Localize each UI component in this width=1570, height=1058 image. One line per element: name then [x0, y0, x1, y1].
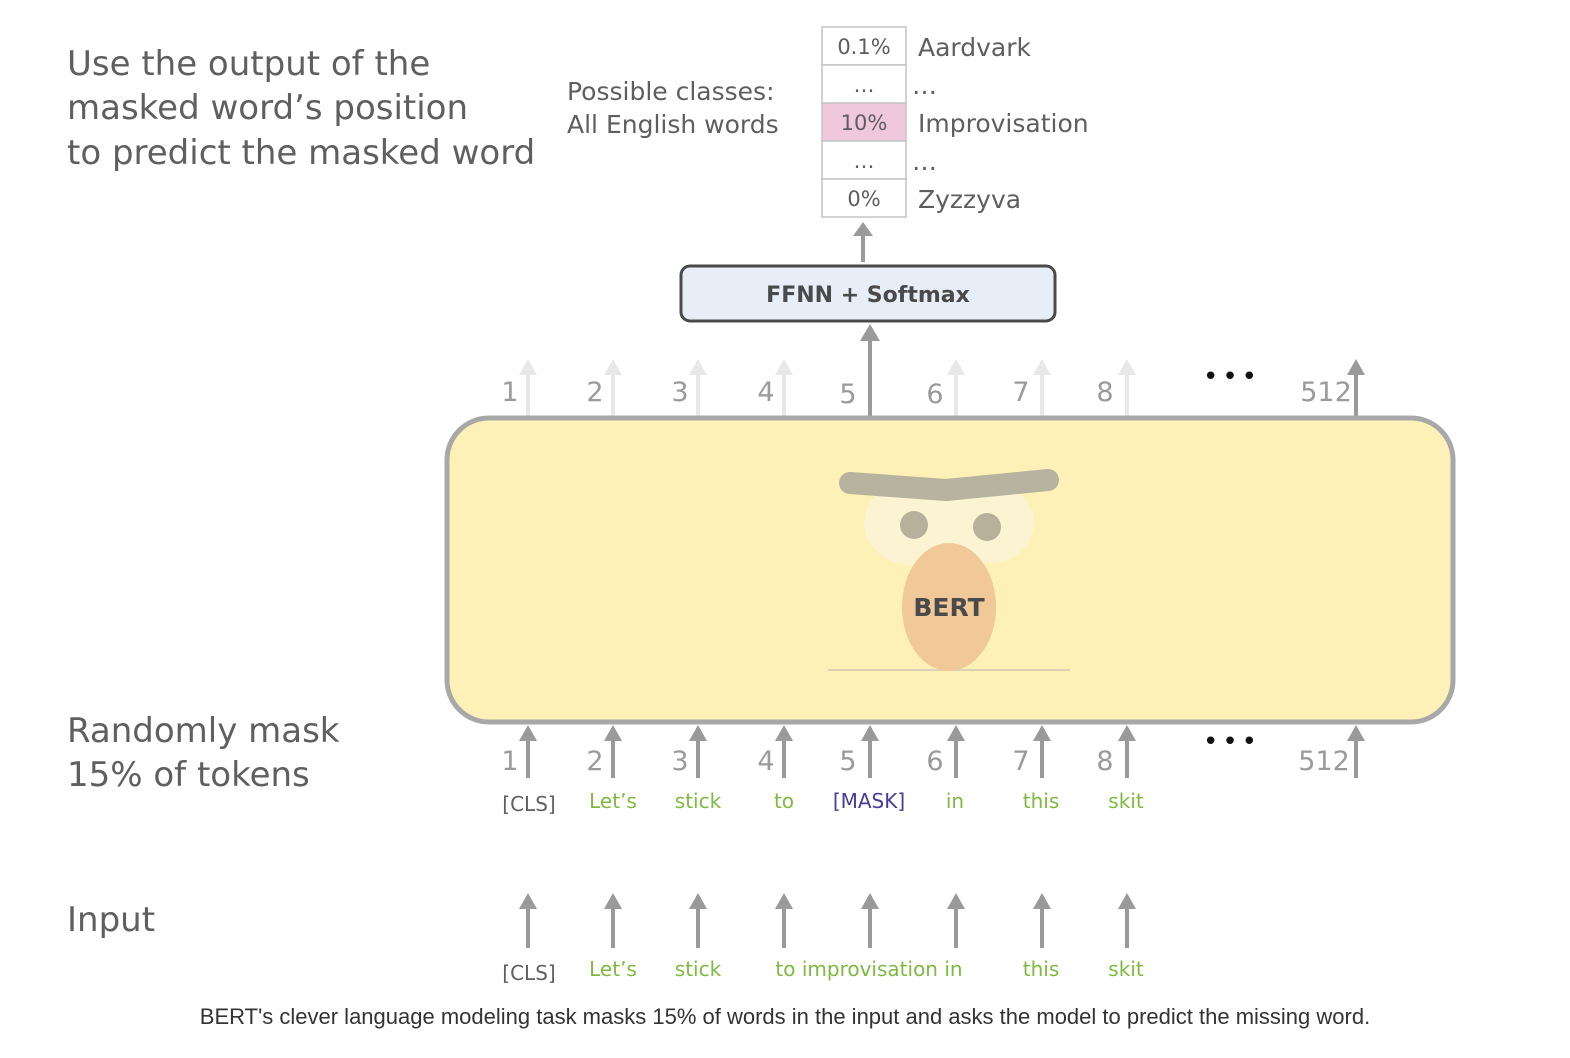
bottom-pos-4: 4: [757, 746, 774, 777]
eyebrow: [839, 469, 1059, 501]
top-position-numbers: 1 2 3 4 5 6 7 8 ••• 512: [501, 362, 1351, 410]
top-pos-2: 2: [586, 377, 603, 408]
masked-token-skit: skit: [1108, 789, 1144, 813]
input-token-row: [CLS] Let’s stick to improvisation in th…: [502, 957, 1144, 985]
table-cell-4: [821, 178, 907, 218]
top-pos-5: 5: [839, 379, 856, 410]
heading-line-2: masked word’s position: [67, 88, 468, 128]
ffnn-output-arrowhead: [853, 222, 873, 236]
bottom-pos-5: 5: [839, 746, 856, 777]
word-zyzzyva: Zyzzyva: [918, 185, 1021, 214]
table-cell-1: [821, 64, 907, 104]
prob-zyzzyva: 0%: [847, 187, 880, 211]
table-cell-0: [821, 26, 907, 66]
input-token-stick: stick: [675, 957, 722, 981]
figure-caption: BERT's clever language modeling task mas…: [199, 1004, 1371, 1029]
prob-improvisation: 10%: [841, 111, 888, 135]
masked-token-lets: Let’s: [589, 789, 637, 813]
table-cell-3: [821, 140, 907, 180]
masked-token-cls: [CLS]: [502, 792, 555, 816]
bottom-pos-6: 6: [926, 746, 943, 777]
raw-input-arrows: [519, 893, 1136, 948]
bottom-ellipsis: •••: [1203, 727, 1261, 757]
heading-line-3: to predict the masked word: [67, 133, 535, 173]
randomly-mask-label-1: Randomly mask: [67, 711, 340, 751]
output-table: 0.1% … 10% … 0% Aardvark … Improvisation…: [821, 26, 1089, 218]
word-improvisation: Improvisation: [918, 109, 1089, 138]
masked-input-arrows: [519, 725, 1365, 778]
ffnn-softmax-box: [679, 264, 1057, 323]
nose: [902, 543, 996, 671]
bert-face: BERT: [828, 469, 1070, 671]
top-pos-3: 3: [671, 377, 688, 408]
bottom-pos-512: 512: [1298, 746, 1350, 777]
masked-token-to: to: [774, 789, 794, 813]
masked-token-mask: [MASK]: [833, 789, 905, 813]
right-pupil: [973, 513, 1001, 541]
bottom-pos-8: 8: [1096, 746, 1113, 777]
top-pos-6: 6: [926, 379, 943, 410]
bottom-pos-7: 7: [1012, 746, 1029, 777]
word-aardvark: Aardvark: [918, 33, 1032, 62]
possible-classes-label: Possible classes:: [567, 77, 775, 106]
bottom-pos-2: 2: [586, 746, 603, 777]
top-pos-512: 512: [1300, 377, 1352, 408]
bottom-position-numbers: 1 2 3 4 5 6 7 8 ••• 512: [501, 727, 1349, 777]
prob-ellipsis-2: …: [854, 149, 875, 173]
top-ellipsis: •••: [1203, 362, 1261, 392]
top-output-arrows: [519, 359, 1365, 416]
top-pos-1: 1: [501, 377, 518, 408]
masked-token-stick: stick: [675, 789, 722, 813]
masked-token-this: this: [1023, 789, 1060, 813]
bottom-pos-3: 3: [671, 746, 688, 777]
prob-aardvark: 0.1%: [837, 35, 890, 59]
word-ellipsis-2: …: [912, 147, 937, 176]
input-token-this: this: [1023, 957, 1060, 981]
masked-token-in: in: [946, 789, 964, 813]
input-label: Input: [67, 900, 155, 940]
top-pos-8: 8: [1096, 377, 1113, 408]
top-pos-7: 7: [1012, 377, 1029, 408]
heading-line-1: Use the output of the: [67, 44, 430, 84]
ffnn-softmax-label: FFNN + Softmax: [766, 283, 970, 308]
prob-ellipsis-1: …: [854, 73, 875, 97]
left-pupil: [900, 511, 928, 539]
input-token-skit: skit: [1108, 957, 1144, 981]
input-token-lets: Let’s: [589, 957, 637, 981]
input-token-to-improvisation-in: to improvisation in: [775, 957, 962, 981]
bottom-pos-1: 1: [501, 746, 518, 777]
randomly-mask-label-2: 15% of tokens: [67, 755, 310, 795]
masked-token-row: [CLS] Let’s stick to [MASK] in this skit: [502, 789, 1144, 816]
bert-label: BERT: [913, 593, 984, 622]
input-token-cls: [CLS]: [502, 961, 555, 985]
word-ellipsis-1: …: [912, 71, 937, 100]
all-english-words-label: All English words: [567, 110, 779, 139]
top-pos-4: 4: [757, 377, 774, 408]
mask-output-arrowhead: [860, 324, 880, 341]
